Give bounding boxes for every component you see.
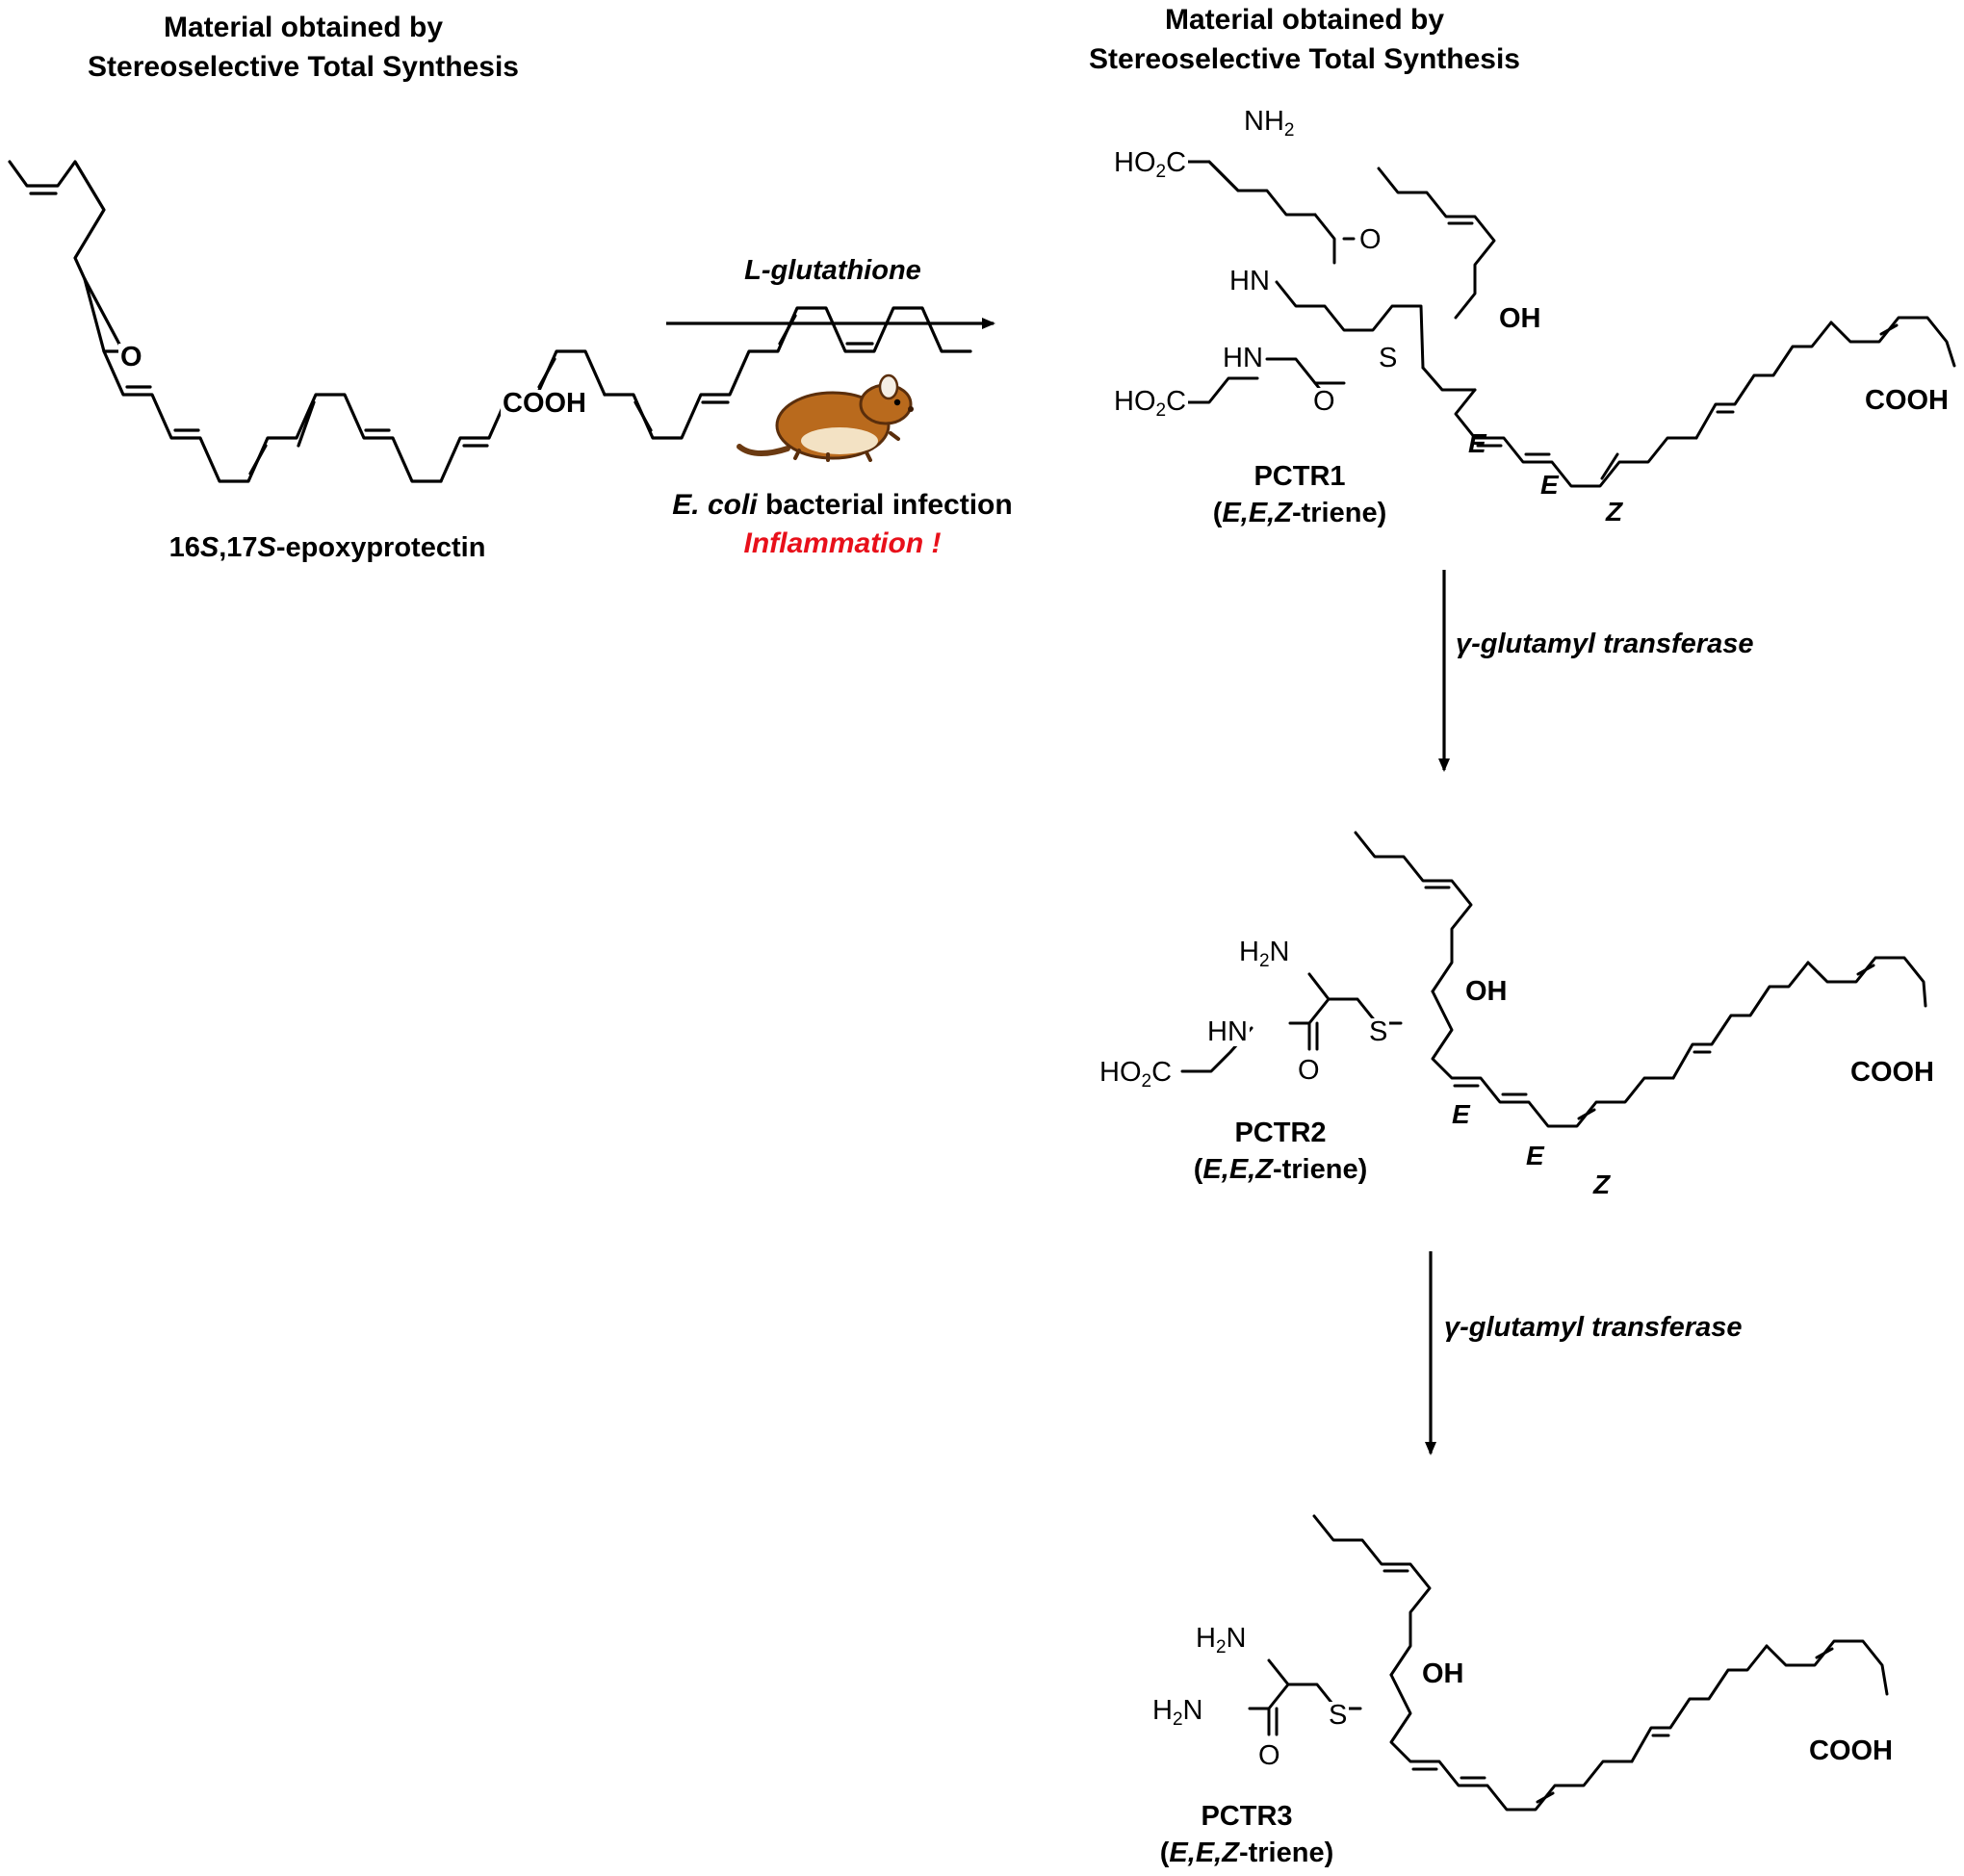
infection-condition: E. coli bacterial infection [672, 489, 1013, 521]
pctr3-cooh: COOH [1807, 1735, 1895, 1766]
right-header: Material obtained by Stereoselective Tot… [1059, 0, 1550, 79]
pctr2-hn: HN [1205, 1016, 1250, 1047]
right-header-line2: Stereoselective Total Synthesis [1089, 43, 1520, 75]
pctr1-ho2c-top: HO2C [1112, 149, 1189, 186]
step-arrows [1425, 570, 1450, 1455]
epoxyprotectin-structure [8, 160, 972, 483]
epoxide-oxygen: O [118, 342, 144, 373]
pctr2-ho2c: HO2C [1098, 1059, 1175, 1095]
pctr2-name: PCTR2 [1234, 1118, 1327, 1148]
pctr1-label: PCTR1 (E,E,Z-triene) [1184, 458, 1415, 531]
step2-reagent: γ-glutamyl transferase [1444, 1312, 1743, 1343]
pctr1-nh2: NH2 [1242, 108, 1297, 144]
pctr3-stereo: (E,E,Z-triene) [1159, 1837, 1334, 1868]
inflammation-alert: Inflammation ! [743, 527, 942, 559]
pctr3-oh: OH [1420, 1658, 1466, 1689]
pctr3-structure [1248, 1514, 1889, 1812]
left-header-line1: Material obtained by [163, 12, 444, 43]
pctr2-cooh: COOH [1848, 1057, 1936, 1088]
pctr1-hn-bottom: HN [1221, 343, 1265, 373]
pctr1-name: PCTR1 [1253, 461, 1346, 492]
reagent-label: L-glutathione [744, 255, 921, 286]
pctr1-z: Z [1606, 497, 1623, 527]
pctr2-e1: E [1452, 1099, 1470, 1129]
epoxyprotectin-acid: COOH [501, 388, 588, 419]
pctr1-stereo: (E,E,Z-triene) [1212, 498, 1387, 528]
pctr3-h2n-bottom: H2N [1150, 1697, 1205, 1734]
pctr1-o-bottom: O [1311, 386, 1337, 417]
pctr2-z: Z [1593, 1169, 1611, 1199]
pctr3-s: S [1327, 1700, 1350, 1731]
pctr1-hn-top: HN [1228, 266, 1272, 296]
pctr2-s: S [1367, 1016, 1390, 1047]
pctr2-h2n: H2N [1237, 938, 1292, 975]
pctr1-e2: E [1540, 470, 1559, 500]
pctr1-oh: OH [1497, 303, 1543, 334]
pctr2-e2: E [1526, 1141, 1544, 1170]
pctr1-cooh: COOH [1863, 385, 1951, 416]
pctr2-oh: OH [1463, 976, 1510, 1007]
pctr1-o-top: O [1357, 224, 1383, 255]
pctr3-o: O [1256, 1740, 1282, 1771]
left-header: Material obtained by Stereoselective Tot… [58, 8, 549, 87]
pctr1-s: S [1377, 343, 1400, 373]
starting-material-name: 16S,17S-epoxyprotectin [168, 532, 486, 563]
pctr1-structure [1178, 160, 1956, 488]
pctr3-label: PCTR3 (E,E,Z-triene) [1131, 1798, 1362, 1871]
pctr2-stereo: (E,E,Z-triene) [1193, 1154, 1368, 1185]
pctr2-structure [1180, 831, 1927, 1128]
left-header-line2: Stereoselective Total Synthesis [88, 51, 519, 83]
pctr2-o: O [1296, 1055, 1322, 1086]
pctr3-h2n-top: H2N [1194, 1625, 1249, 1661]
mouse-icon [736, 373, 914, 462]
pctr3-name: PCTR3 [1201, 1801, 1293, 1832]
pctr1-e1: E [1468, 428, 1486, 458]
pctr1-ho2c-bottom: HO2C [1112, 388, 1189, 424]
right-header-line1: Material obtained by [1164, 4, 1445, 36]
step1-reagent: γ-glutamyl transferase [1456, 629, 1754, 659]
pctr2-label: PCTR2 (E,E,Z-triene) [1165, 1115, 1396, 1188]
